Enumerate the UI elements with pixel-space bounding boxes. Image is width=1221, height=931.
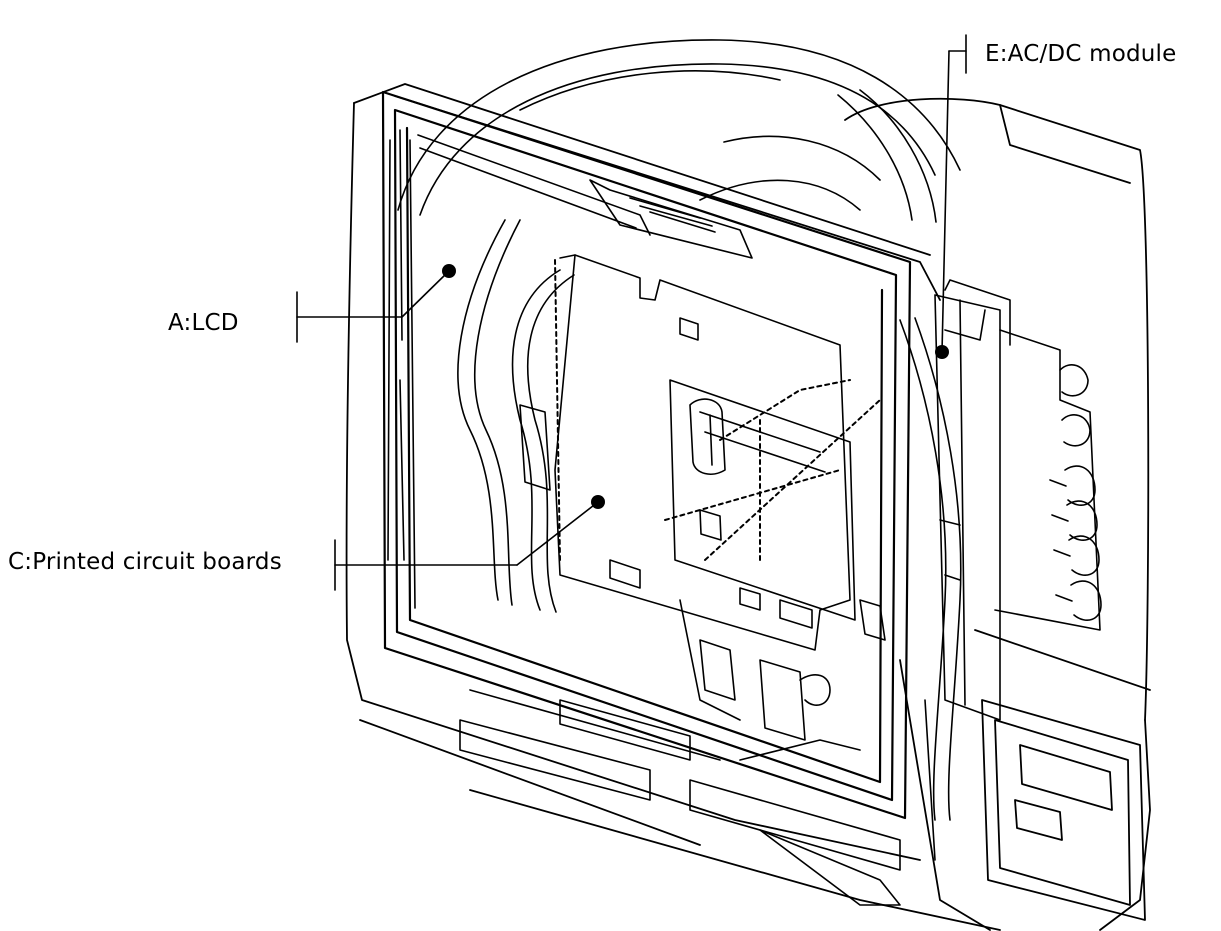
- callout-label-acdc-module: E:AC/DC module: [985, 41, 1177, 67]
- lcd-panel: [387, 129, 753, 609]
- internal-cables: [457, 219, 962, 821]
- hidden-edge-lines: [554, 259, 881, 561]
- callout-leader-acdc: [941, 34, 967, 353]
- callout-label-printed-circuit-boards: C:Printed circuit boards: [8, 549, 282, 575]
- callout-leader-lcd: [296, 270, 450, 343]
- carry-handle: [397, 39, 961, 223]
- printer-unit: [981, 699, 1146, 921]
- front-bezel-frame: [381, 90, 912, 820]
- callout-leader-pcb: [334, 501, 599, 591]
- lower-chassis: [459, 599, 901, 906]
- acdc-module: [924, 279, 1102, 861]
- callout-label-lcd: A:LCD: [168, 310, 239, 336]
- printed-circuit-board: [519, 254, 856, 651]
